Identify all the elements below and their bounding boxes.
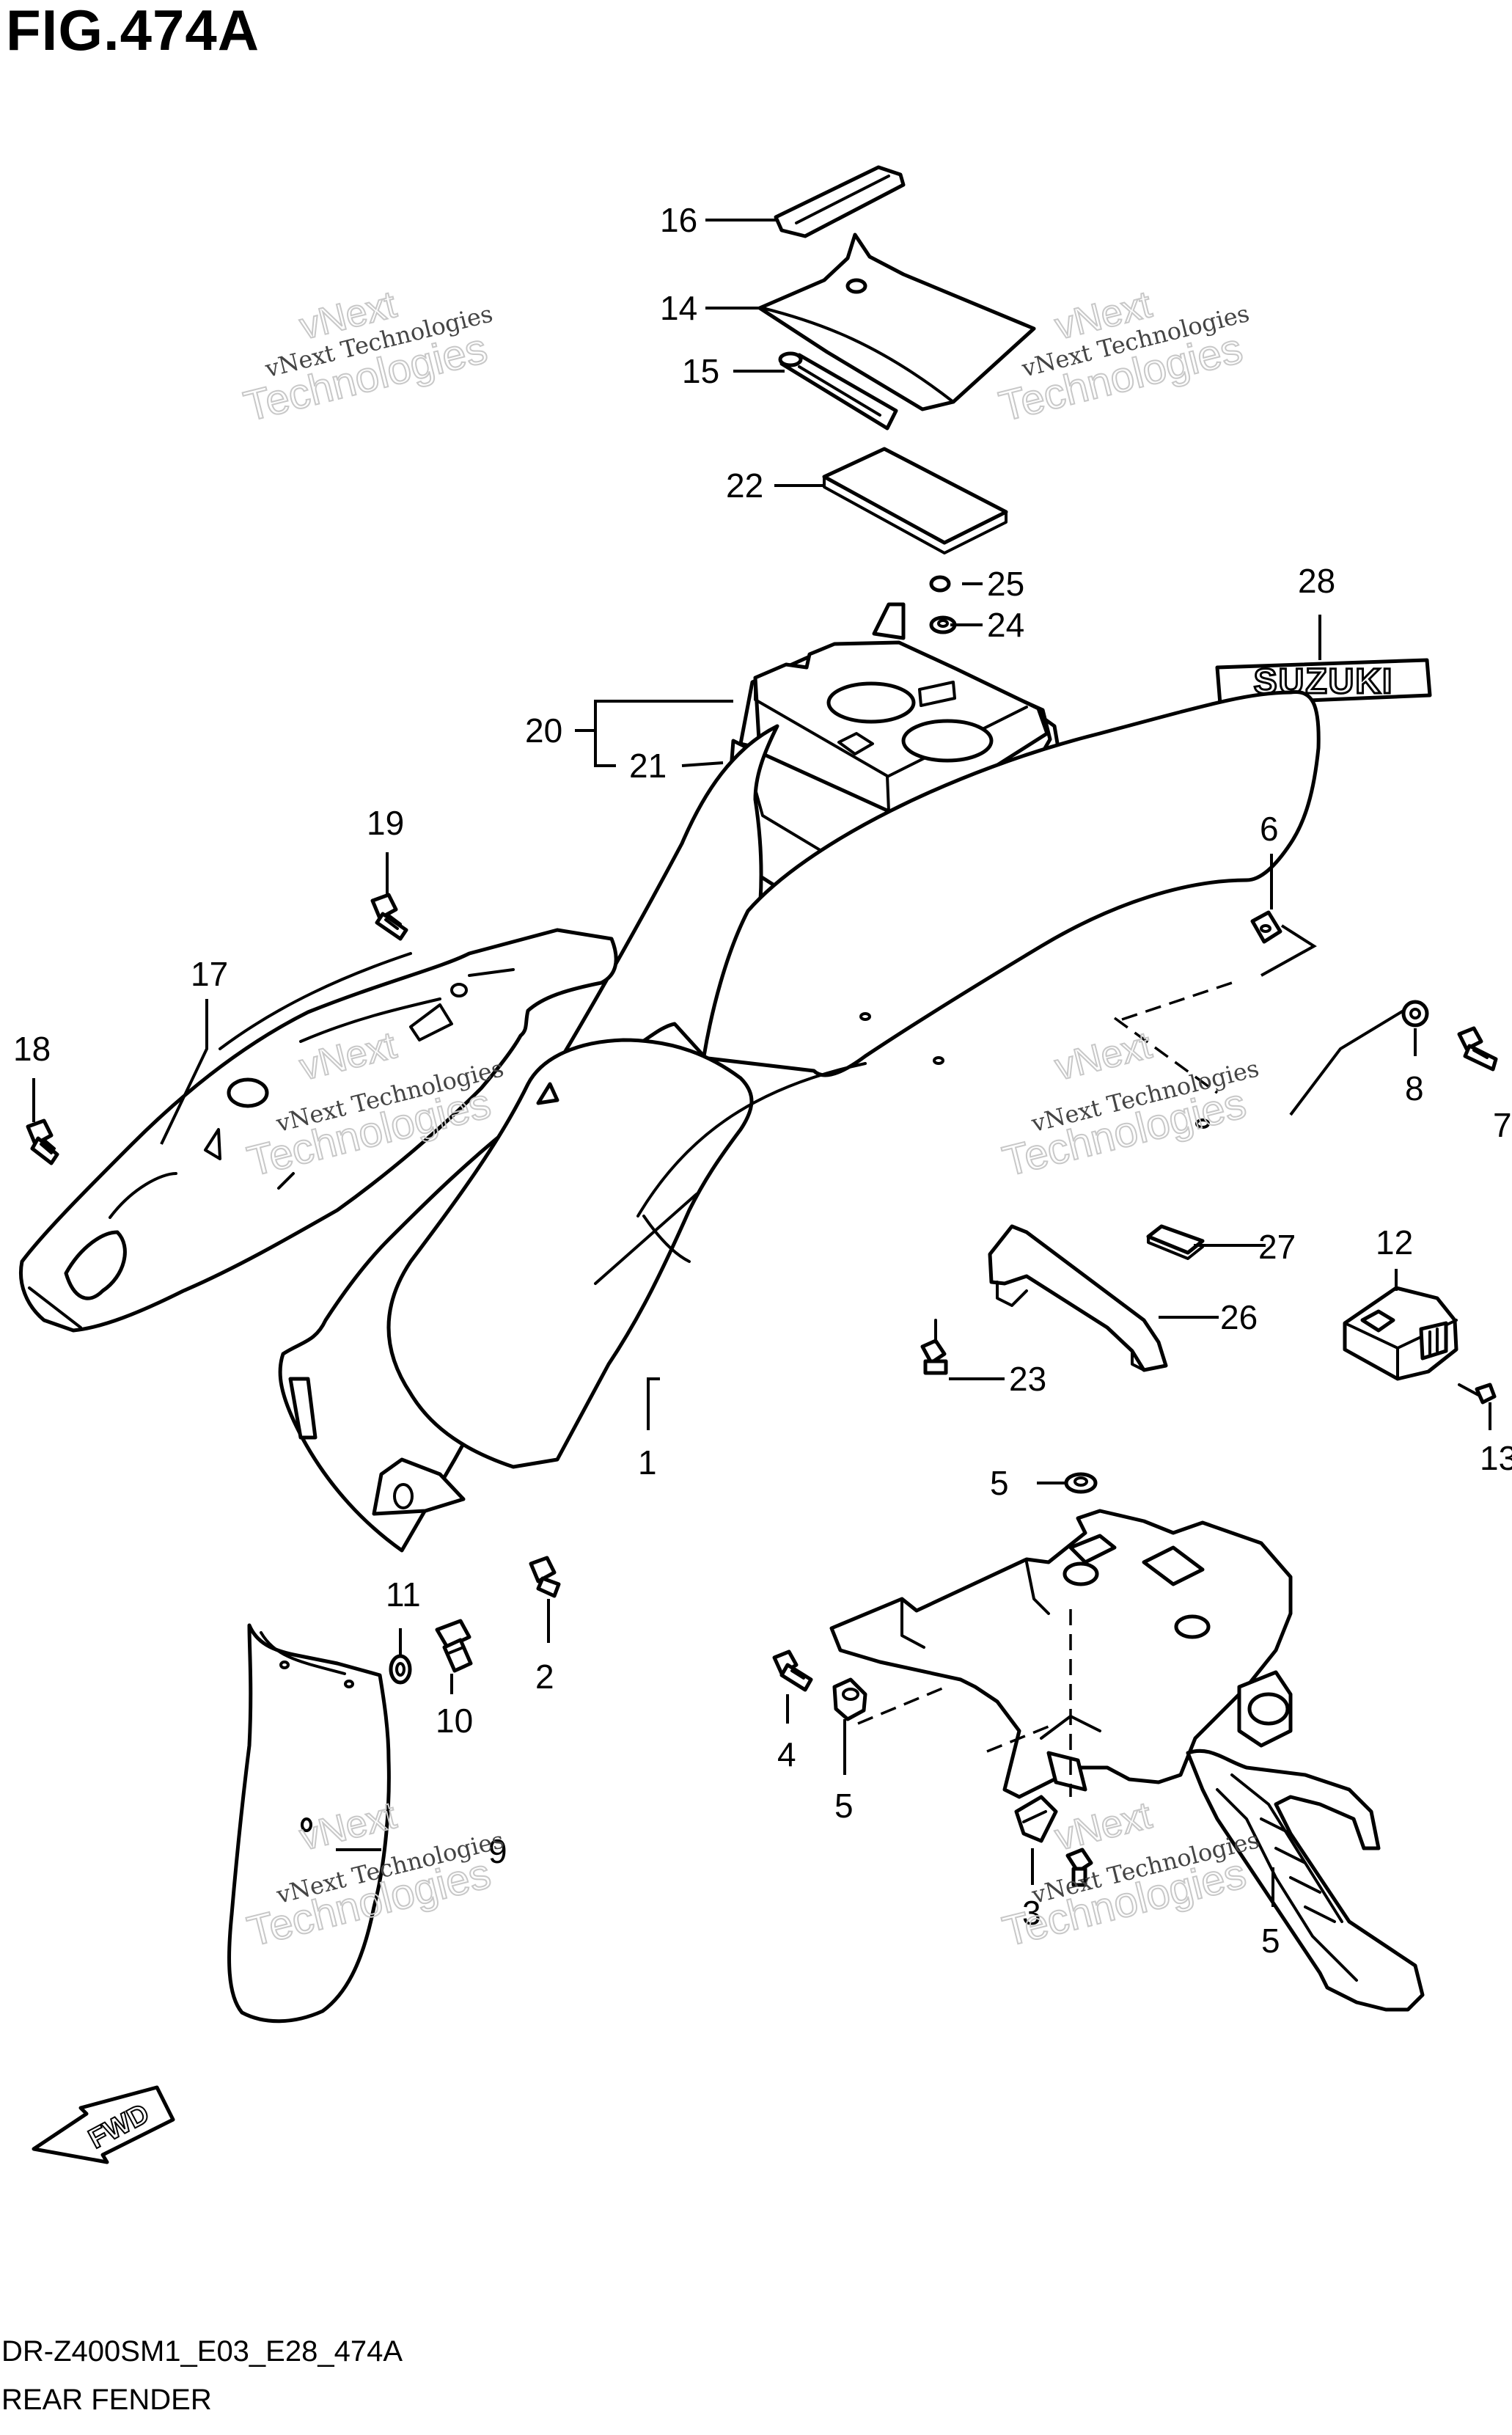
- watermark-bottom-right: vNext vNext Technologies Technologies: [997, 1793, 1262, 1956]
- bolt-part-4: [772, 1649, 813, 1692]
- callout-24: 23: [1009, 1360, 1046, 1398]
- clip-part-7: [1250, 910, 1282, 944]
- callout-15: 14: [660, 289, 697, 327]
- callout-18: 17: [191, 955, 228, 993]
- rear-fender-part-1: [278, 690, 1321, 1553]
- watermark-mid-left: vNext vNext Technologies Technologies: [242, 1023, 506, 1186]
- screw-part-14: [1458, 1383, 1497, 1405]
- callout-28: 27: [1258, 1228, 1296, 1266]
- grab-handle-part-27: [988, 1224, 1168, 1372]
- callout-6: 5: [1261, 1922, 1280, 1960]
- bolt-part-8: [1457, 1026, 1498, 1072]
- callout-5b: 5: [834, 1787, 854, 1825]
- grommet-part-25: [929, 615, 957, 634]
- callout-21: 20: [525, 711, 562, 750]
- callout-7: 6: [1260, 810, 1279, 848]
- callout-4: 4: [777, 1735, 796, 1773]
- callout-29: 28: [1298, 562, 1335, 600]
- tool-part-16: [778, 351, 898, 431]
- washer-part-9: [1401, 1000, 1429, 1028]
- reflector-part-13: [1343, 1286, 1458, 1381]
- callout-labels: 16 14 15 22 25 24 28 20 21 19 17 18 6 8 …: [13, 201, 1512, 1960]
- svg-text:vNext: vNext: [1051, 1024, 1156, 1089]
- callout-14: 13: [1480, 1439, 1512, 1477]
- callout-13: 12: [1376, 1223, 1413, 1262]
- callout-20: 19: [367, 804, 404, 842]
- callout-16: 15: [682, 352, 719, 390]
- bolt-part-2: [529, 1556, 561, 1598]
- diagram-section-name: REAR FENDER: [1, 2384, 212, 2416]
- washer-part-12: [389, 1654, 412, 1685]
- callout-5a: 5: [990, 1464, 1009, 1502]
- figure-title: FIG.474A: [6, 0, 260, 62]
- leader-lines: [32, 219, 1491, 1907]
- callout-22: 21: [629, 747, 667, 785]
- grommet-part-5a: [1064, 1472, 1098, 1494]
- callout-3: 3: [1022, 1894, 1041, 1932]
- callout-27: 26: [1220, 1298, 1258, 1336]
- callout-2: 2: [535, 1658, 554, 1696]
- bolt-part-19: [26, 1118, 59, 1165]
- callout-12: 11: [386, 1575, 421, 1614]
- callout-17: 16: [660, 201, 697, 239]
- callout-11: 10: [436, 1702, 473, 1740]
- fwd-arrow-icon: [32, 2085, 175, 2164]
- callout-23: 22: [726, 466, 763, 505]
- bolt-part-24: [920, 1319, 948, 1375]
- strap-part-17: [774, 165, 906, 238]
- emblem-text: SUZUKI: [1254, 662, 1394, 701]
- mudflap-part-10: [227, 1623, 391, 2024]
- diagram-code: DR-Z400SM1_E03_E28_474A: [1, 2335, 403, 2368]
- watermark-top-left: vNext vNext Technologies Technologies: [238, 282, 495, 431]
- watermark-top-right: vNext vNext Technologies Technologies: [994, 282, 1252, 431]
- bolt-part-11: [435, 1619, 473, 1673]
- grommet-part-5b: [832, 1677, 867, 1721]
- watermark-mid-right: vNext vNext Technologies Technologies: [997, 1023, 1261, 1186]
- callout-26: 25: [987, 565, 1024, 603]
- svg-text:vNext: vNext: [1051, 1794, 1156, 1859]
- callout-10: 9: [488, 1832, 507, 1870]
- bolt-part-20: [370, 893, 408, 941]
- tool-bag-part-15: [757, 232, 1036, 411]
- callout-19: 18: [13, 1030, 51, 1068]
- pad-part-23: [822, 447, 1008, 554]
- callout-1: 1: [638, 1443, 657, 1482]
- clip-part-3: [1014, 1795, 1093, 1887]
- nut-part-26: [929, 575, 951, 593]
- callout-8: 7: [1493, 1106, 1512, 1144]
- pad-part-28: [1146, 1224, 1205, 1260]
- license-bracket-part-6: [829, 1509, 1425, 2012]
- callout-9: 8: [1405, 1069, 1424, 1107]
- callout-25: 24: [987, 606, 1024, 644]
- side-cover-part-18: [19, 928, 618, 1333]
